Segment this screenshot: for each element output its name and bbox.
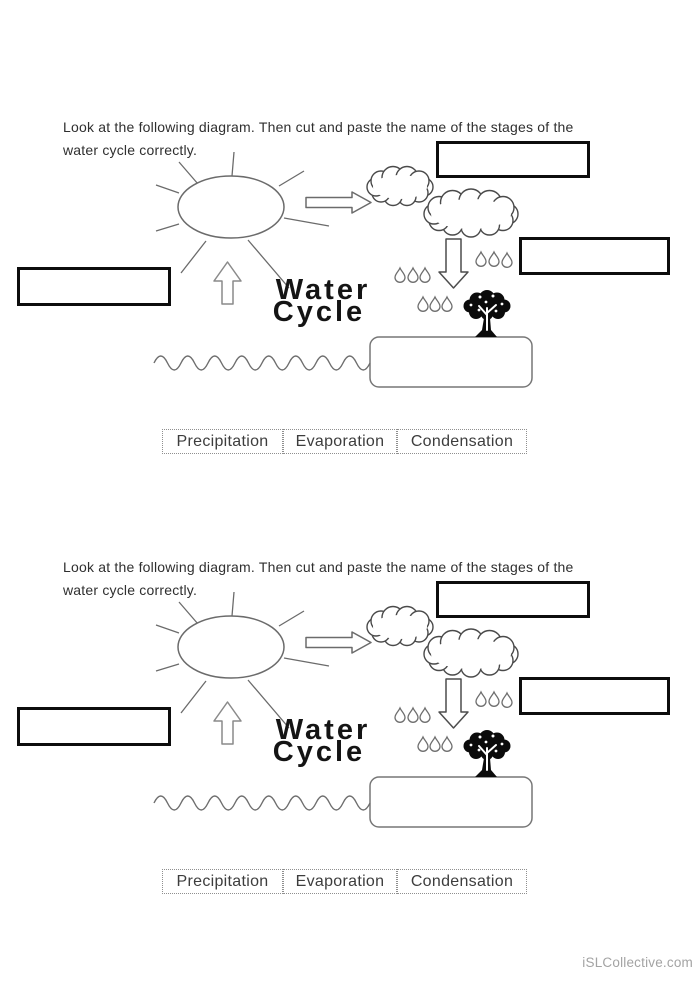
word-card-precipitation[interactable]: Precipitation [162,869,283,894]
instruction-line-1: Look at the following diagram. Then cut … [63,119,574,135]
instruction-line-2: water cycle correctly. [63,142,198,158]
diagram-artwork [154,152,532,387]
word-card-evaporation[interactable]: Evaporation [283,429,397,454]
answer-box-precipitation-target[interactable] [519,237,670,275]
diagram-artwork [154,592,532,827]
instruction-text: Look at the following diagram. Then cut … [63,116,623,162]
answer-box-condensation-target[interactable] [436,581,590,618]
answer-box-condensation-target[interactable] [436,141,590,178]
word-card-precipitation[interactable]: Precipitation [162,429,283,454]
worksheet-section-2: Look at the following diagram. Then cut … [0,440,700,894]
word-card-evaporation[interactable]: Evaporation [283,869,397,894]
water-cycle-title-line2: Cycle [273,736,365,768]
worksheet-section-1: Look at the following diagram. Then cut … [0,0,700,454]
watermark: iSLCollective.com [582,955,693,970]
word-bank: Precipitation Evaporation Condensation [162,869,527,894]
word-bank: Precipitation Evaporation Condensation [162,429,527,454]
instruction-line-1: Look at the following diagram. Then cut … [63,559,574,575]
instruction-text: Look at the following diagram. Then cut … [63,556,623,602]
answer-box-evaporation-target[interactable] [17,707,171,746]
instruction-line-2: water cycle correctly. [63,582,198,598]
word-card-condensation[interactable]: Condensation [397,869,527,894]
water-cycle-title-line2: Cycle [273,296,365,328]
answer-box-evaporation-target[interactable] [17,267,171,306]
answer-box-precipitation-target[interactable] [519,677,670,715]
water-cycle-title-line1: Water [276,714,371,746]
water-cycle-title-line1: Water [276,274,371,306]
word-card-condensation[interactable]: Condensation [397,429,527,454]
water-cycle-diagram: Water Cycle [0,440,700,880]
water-cycle-diagram: Water Cycle [0,0,700,440]
